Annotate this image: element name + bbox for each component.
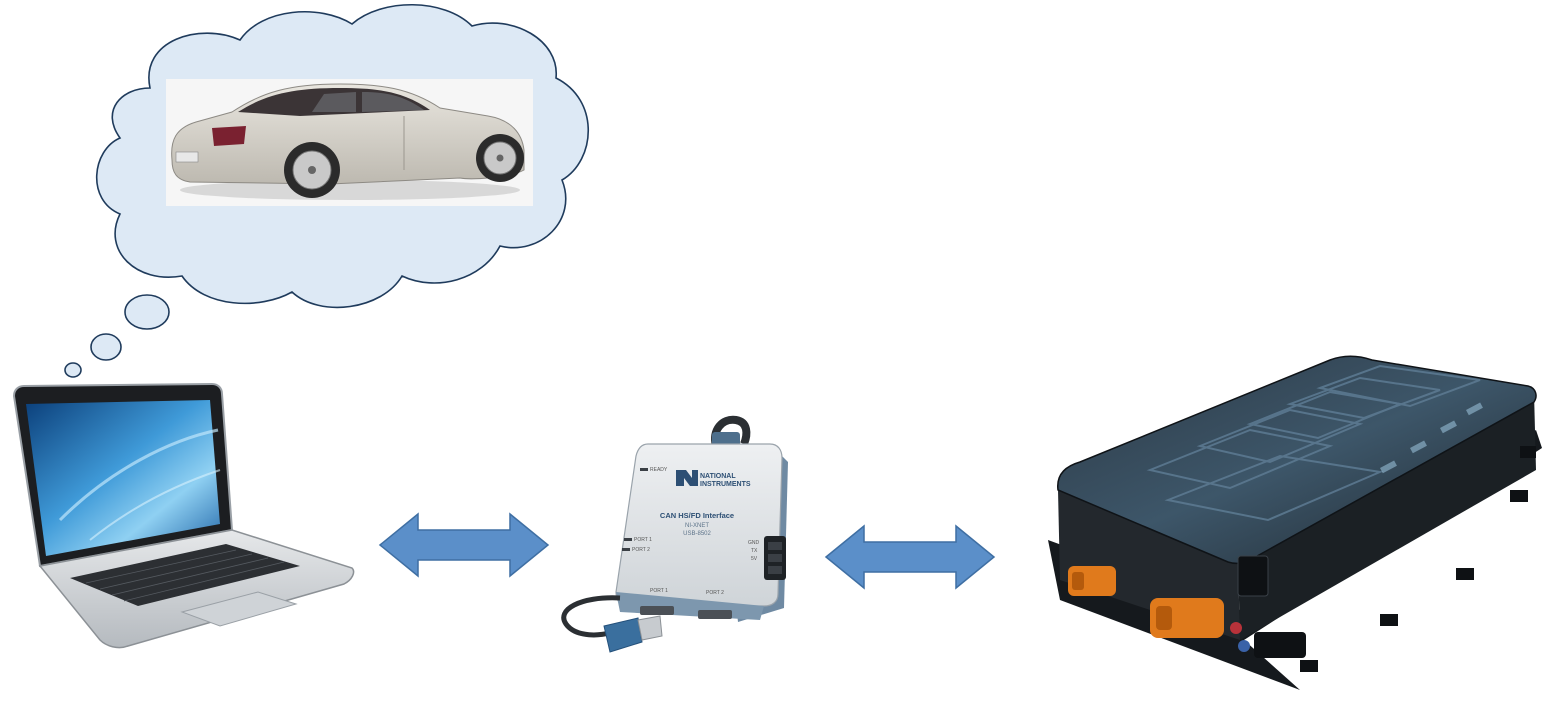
service-port [1237,555,1269,597]
label-ready: READY [650,467,668,473]
usb-plug [603,615,663,653]
bottom-port1-label: PORT 1 [650,588,668,594]
car-photo [166,79,533,206]
thought-dot-small [64,362,82,378]
laptop-icon [12,382,355,649]
label-port2: PORT 2 [632,547,650,553]
laptop-trackpad [180,591,298,627]
interface-battery-arrow [824,524,996,590]
laptop-keyboard [70,544,300,606]
db9-port-2 [698,610,732,619]
laptop-interface-arrow [378,512,550,578]
interface-title: CAN HS/FD Interface [660,511,734,520]
label-5v: 5V [751,556,758,562]
hv-connector-right [1150,598,1224,638]
thought-dot-medium [90,333,122,361]
brand-line2: INSTRUMENTS [700,481,751,488]
interface-subtitle2: USB-8502 [683,531,711,537]
can-interface-icon: NATIONAL INSTRUMENTS READY PORT 1 PORT 2… [561,415,788,653]
interface-subtitle1: NI-XNET [685,523,709,529]
thought-dot-large [124,294,170,330]
battery-pack-icon [1048,355,1542,690]
label-port1: PORT 1 [634,537,652,543]
laptop-screen [26,400,220,556]
label-tx: TX [751,548,758,554]
db9-port-1 [640,606,674,615]
hv-connector-left [1068,566,1116,596]
label-gnd: GND [748,540,760,546]
thought-bubble [64,3,589,378]
bottom-port2-label: PORT 2 [706,590,724,596]
brand-line1: NATIONAL [700,473,736,480]
